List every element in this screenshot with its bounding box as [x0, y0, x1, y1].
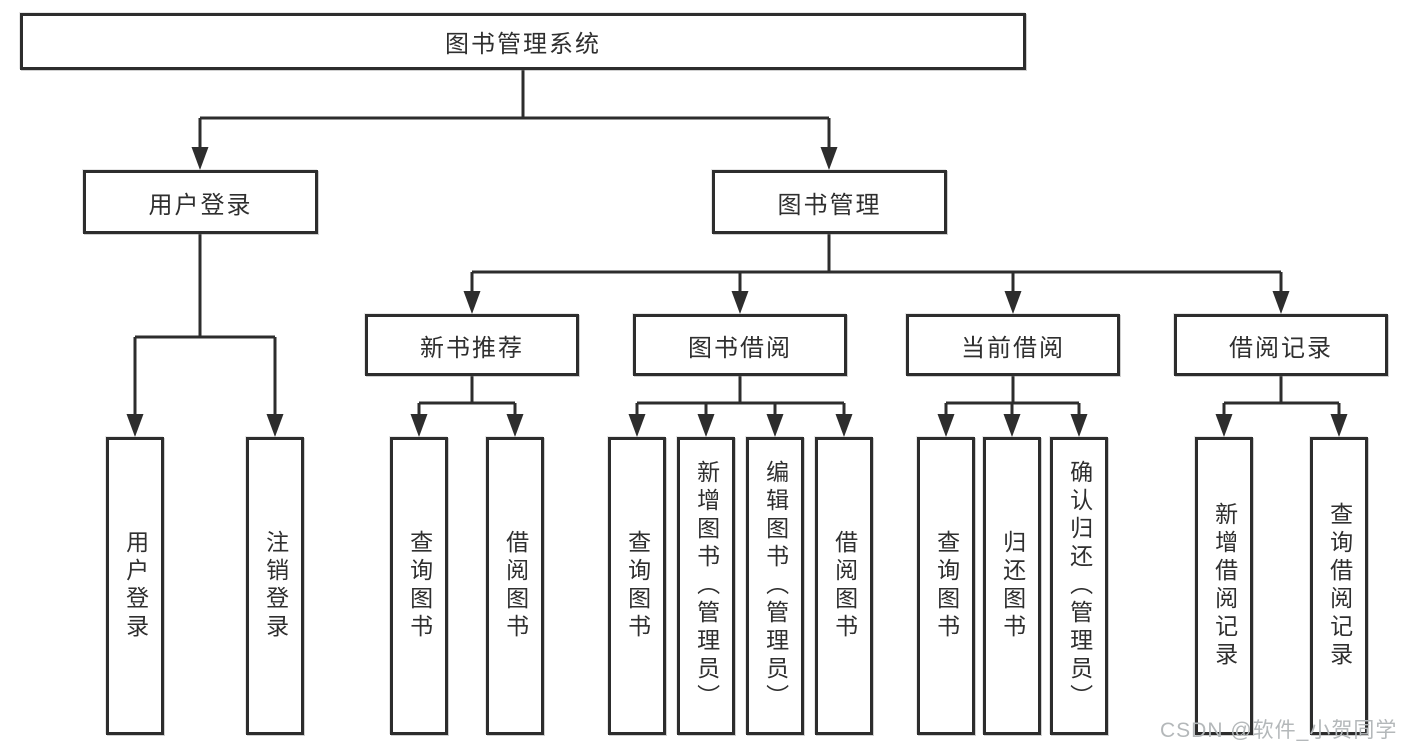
node-label: 图书管理: [777, 191, 882, 219]
arrow-down-icon: [1004, 291, 1022, 314]
node-return-books: 归还图书: [983, 437, 1041, 735]
node-edit-books-admin: 编辑图书（管理员）: [746, 437, 804, 735]
node-label: 查询图书: [406, 530, 433, 642]
node-label: 图书管理系统: [445, 31, 601, 58]
node-user-login-function: 用户登录: [106, 437, 164, 735]
node-logout-function: 注销登录: [246, 437, 304, 735]
arrow-down-icon: [1215, 414, 1233, 437]
node-add-borrow-record: 新增借阅记录: [1195, 437, 1253, 735]
connector-line: [133, 70, 1341, 419]
arrow-down-icon: [266, 414, 284, 437]
arrow-down-icon: [1330, 414, 1348, 437]
node-confirm-return-admin: 确认归还（管理员）: [1050, 437, 1108, 735]
arrow-down-icon: [766, 414, 784, 437]
arrow-down-icon: [937, 414, 955, 437]
arrow-down-icon: [1272, 291, 1290, 314]
node-label: 当前借阅: [961, 334, 1065, 362]
arrow-down-icon: [628, 414, 646, 437]
arrow-down-icon: [410, 414, 428, 437]
arrow-down-icon: [820, 147, 838, 170]
watermark-text: CSDN @软件_小贺同学: [1160, 719, 1398, 742]
arrow-down-icon: [191, 147, 209, 170]
node-query-borrow-record: 查询借阅记录: [1310, 437, 1368, 735]
node-current-borrowing: 当前借阅: [906, 314, 1120, 376]
arrow-down-icon: [697, 414, 715, 437]
node-label: 图书借阅: [688, 334, 792, 362]
node-add-books-admin: 新增图书（管理员）: [677, 437, 735, 735]
node-label: 用户登录: [122, 530, 149, 642]
arrow-down-icon: [1070, 414, 1088, 437]
node-label: 查询借阅记录: [1326, 502, 1353, 670]
node-label: 新增借阅记录: [1211, 502, 1238, 670]
node-label: 注销登录: [262, 530, 289, 642]
node-label: 新书推荐: [420, 334, 524, 362]
node-new-book-recommendation: 新书推荐: [365, 314, 579, 376]
node-user-login: 用户登录: [83, 170, 318, 234]
node-query-books: 查询图书: [917, 437, 975, 735]
node-borrow-books: 借阅图书: [486, 437, 544, 735]
node-label: 确认归还（管理员）: [1066, 460, 1093, 712]
node-borrowing-records: 借阅记录: [1174, 314, 1388, 376]
node-book-management: 图书管理: [712, 170, 947, 234]
node-label: 查询图书: [933, 530, 960, 642]
arrow-down-icon: [506, 414, 524, 437]
node-label: 编辑图书（管理员）: [762, 460, 789, 712]
arrow-down-icon: [463, 291, 481, 314]
node-query-books: 查询图书: [608, 437, 666, 735]
node-label: 查询图书: [624, 530, 651, 642]
node-label: 用户登录: [148, 191, 253, 219]
node-library-management-system: 图书管理系统: [20, 13, 1026, 70]
node-label: 借阅记录: [1229, 334, 1333, 362]
arrow-down-icon: [835, 414, 853, 437]
node-label: 新增图书（管理员）: [693, 460, 720, 712]
node-label: 借阅图书: [831, 530, 858, 642]
node-label: 归还图书: [999, 530, 1026, 642]
node-borrow-books: 借阅图书: [815, 437, 873, 735]
arrow-down-icon: [1003, 414, 1021, 437]
node-label: 借阅图书: [502, 530, 529, 642]
node-book-borrowing: 图书借阅: [633, 314, 847, 376]
arrow-down-icon: [126, 414, 144, 437]
node-query-books: 查询图书: [390, 437, 448, 735]
arrow-down-icon: [731, 291, 749, 314]
